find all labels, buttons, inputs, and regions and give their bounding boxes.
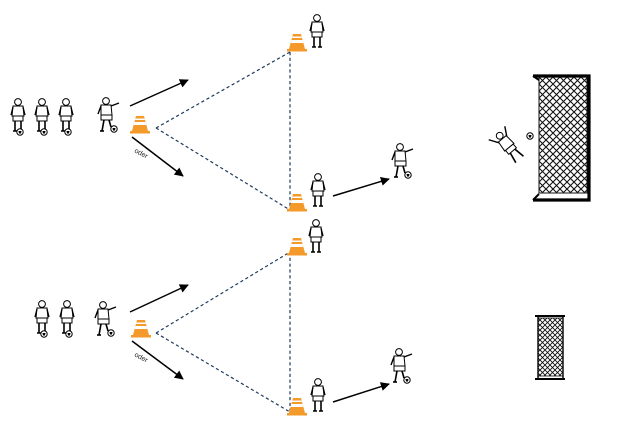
goalkeeper-icon xyxy=(488,126,524,164)
ball-icon xyxy=(526,132,534,140)
player-icon xyxy=(34,299,50,338)
kicking-player-icon xyxy=(95,302,116,337)
cone-icon xyxy=(287,238,307,256)
cone-icon xyxy=(287,398,307,416)
dashed-line xyxy=(155,127,291,211)
player-icon xyxy=(10,97,26,136)
player-icon xyxy=(309,13,325,48)
drill-group-top: oder xyxy=(10,13,591,212)
kicking-player-icon xyxy=(392,144,413,179)
goal-icon xyxy=(532,74,591,202)
cone-icon xyxy=(131,320,151,338)
arrow-pass xyxy=(332,382,390,403)
alternative-label: oder xyxy=(133,352,149,365)
goal-icon xyxy=(535,315,565,380)
dashed-line xyxy=(155,51,291,129)
arrow-down xyxy=(131,136,184,177)
dashed-line xyxy=(155,332,291,413)
player-icon xyxy=(310,377,326,412)
dashed-line xyxy=(155,251,291,334)
player-icon xyxy=(34,97,50,136)
drill-group-bottom: oder xyxy=(34,218,565,416)
player-icon xyxy=(308,218,324,253)
arrow-up xyxy=(129,79,189,107)
alternative-label: oder xyxy=(133,148,149,161)
player-icon xyxy=(310,172,326,207)
player-icon xyxy=(58,97,74,136)
cone-icon xyxy=(287,194,307,212)
player-icon xyxy=(59,299,75,338)
kicking-player-icon xyxy=(98,98,119,133)
arrow-pass xyxy=(332,177,390,197)
cone-icon xyxy=(287,34,307,52)
arrow-down xyxy=(131,340,184,380)
cone-icon xyxy=(130,116,150,134)
kicking-player-icon xyxy=(391,349,412,384)
arrow-up xyxy=(129,284,189,313)
